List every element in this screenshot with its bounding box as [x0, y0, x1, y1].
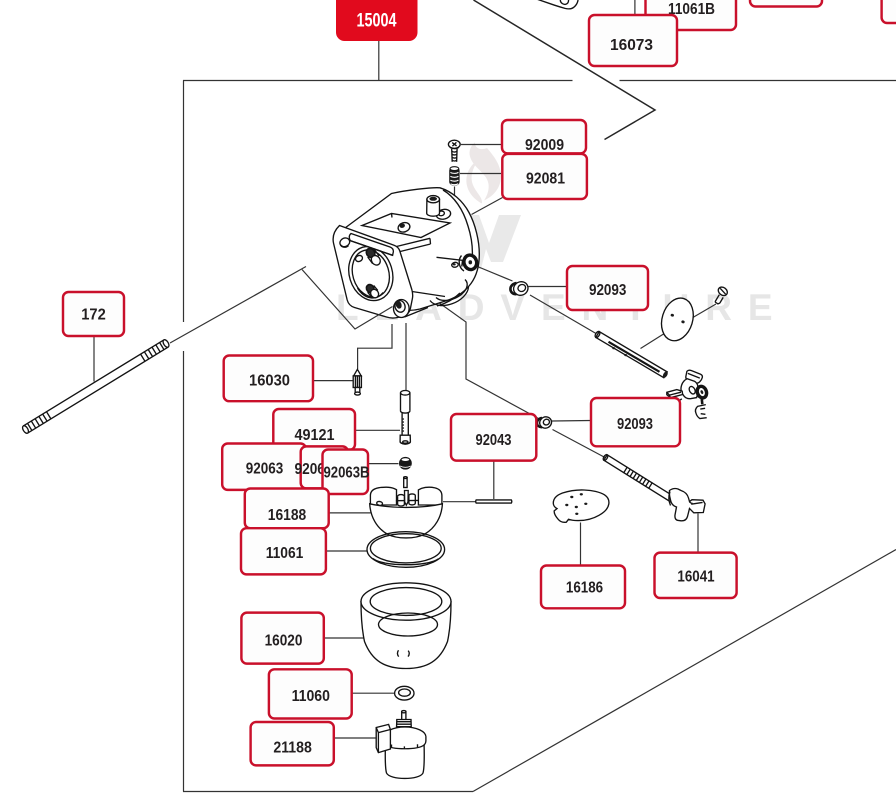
svg-text:11061B: 11061B [668, 1, 715, 18]
svg-text:92043: 92043 [476, 432, 512, 449]
svg-text:15004: 15004 [357, 11, 397, 32]
svg-text:92063B: 92063B [324, 465, 370, 482]
svg-text:11060: 11060 [292, 688, 330, 705]
svg-text:92009: 92009 [525, 137, 564, 154]
svg-text:16041: 16041 [677, 568, 714, 585]
svg-text:21188: 21188 [273, 740, 312, 757]
svg-text:92093: 92093 [589, 282, 627, 299]
svg-text:11061: 11061 [266, 545, 304, 562]
svg-text:172: 172 [81, 306, 106, 323]
svg-text:49121: 49121 [295, 427, 335, 444]
svg-text:92063: 92063 [246, 461, 284, 478]
svg-text:16030: 16030 [249, 373, 290, 390]
svg-text:16186: 16186 [566, 580, 603, 597]
svg-text:16188: 16188 [268, 507, 307, 524]
svg-text:92081: 92081 [526, 171, 565, 188]
svg-text:16073: 16073 [610, 37, 653, 54]
svg-text:92093: 92093 [617, 416, 653, 433]
svg-text:16020: 16020 [265, 633, 303, 650]
